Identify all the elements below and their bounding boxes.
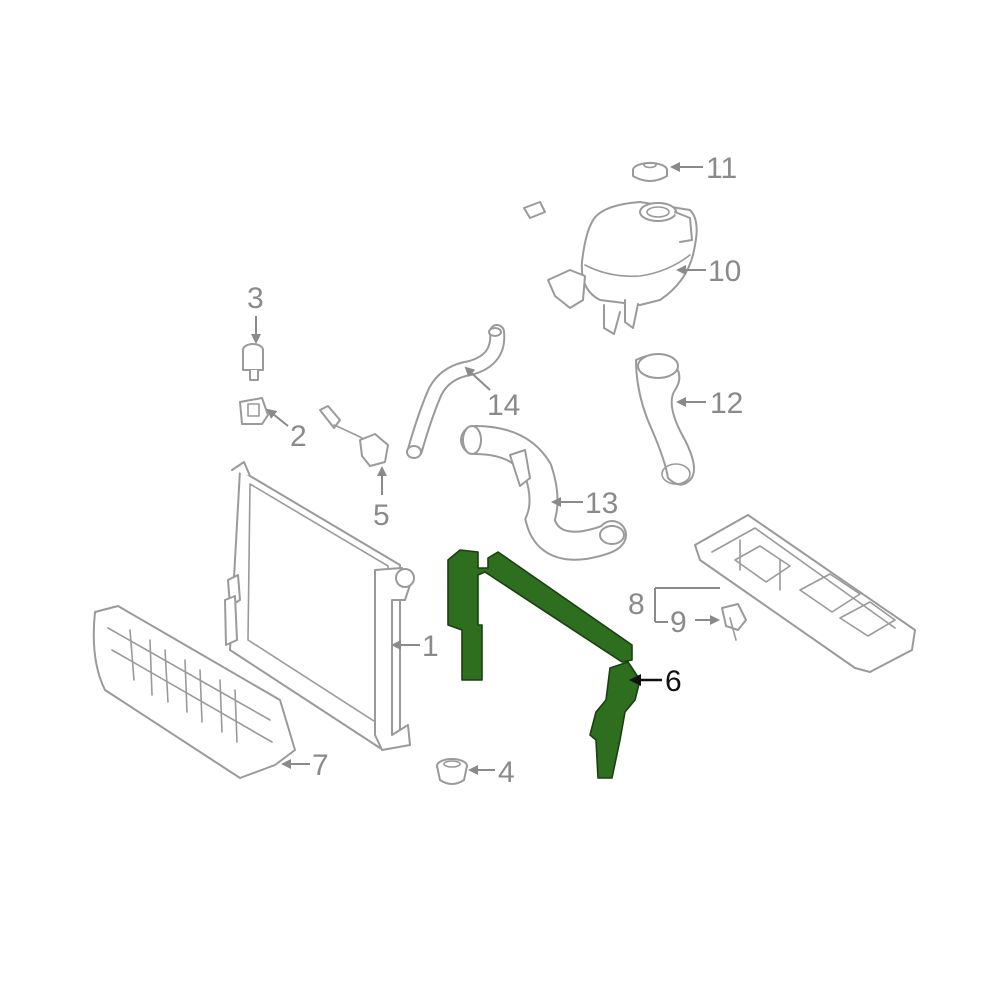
callout-number-4: 4: [498, 756, 515, 789]
callout-number-2: 2: [290, 420, 307, 453]
callout-number-3: 3: [247, 282, 264, 315]
callout-number-14: 14: [487, 389, 520, 422]
part-9-clip[interactable]: [721, 603, 747, 641]
callout-14: 14: [464, 366, 520, 422]
part-5-sensor[interactable]: [319, 405, 389, 467]
callout-number-8: 8: [628, 588, 645, 621]
part-13-lower-hose[interactable]: [460, 425, 627, 561]
callout-11: 11: [670, 152, 737, 185]
callout-number-13: 13: [585, 487, 618, 520]
part-3-clip[interactable]: [242, 343, 264, 381]
callout-number-5: 5: [373, 499, 390, 532]
callout-number-7: 7: [312, 749, 329, 782]
callout-10: 10: [676, 255, 741, 288]
callout-13: 13: [551, 487, 618, 520]
part-4-grommet[interactable]: [436, 758, 468, 785]
callout-2: 2: [266, 408, 307, 453]
callout-5: 5: [373, 466, 390, 532]
part-6-air-guide-bracket[interactable]: [447, 549, 641, 779]
part-11-reservoir-cap[interactable]: [632, 161, 668, 182]
part-8-underbody-panel[interactable]: [694, 514, 916, 673]
callout-12: 12: [676, 387, 743, 420]
part-1-radiator[interactable]: [224, 461, 415, 751]
callout-number-6: 6: [665, 665, 682, 698]
part-14-bypass-pipe[interactable]: [406, 324, 506, 459]
callout-8: 8: [628, 587, 720, 623]
callout-number-1: 1: [422, 630, 439, 663]
callout-6: 6: [629, 665, 682, 698]
overflow-hose: [469, 201, 632, 364]
callout-7: 7: [281, 749, 329, 782]
callout-4: 4: [468, 756, 515, 789]
callout-9: 9: [670, 606, 720, 639]
part-12-coolant-hose[interactable]: [635, 353, 695, 486]
callout-number-9: 9: [670, 606, 687, 639]
callout-3: 3: [247, 282, 264, 344]
callout-number-12: 12: [710, 387, 743, 420]
part-10-expansion-tank[interactable]: [547, 201, 698, 335]
part-2-bracket[interactable]: [239, 397, 269, 425]
callout-1: 1: [391, 630, 439, 663]
part-7-air-guide[interactable]: [92, 605, 296, 779]
callout-number-11: 11: [706, 152, 737, 185]
callout-number-10: 10: [708, 255, 741, 288]
